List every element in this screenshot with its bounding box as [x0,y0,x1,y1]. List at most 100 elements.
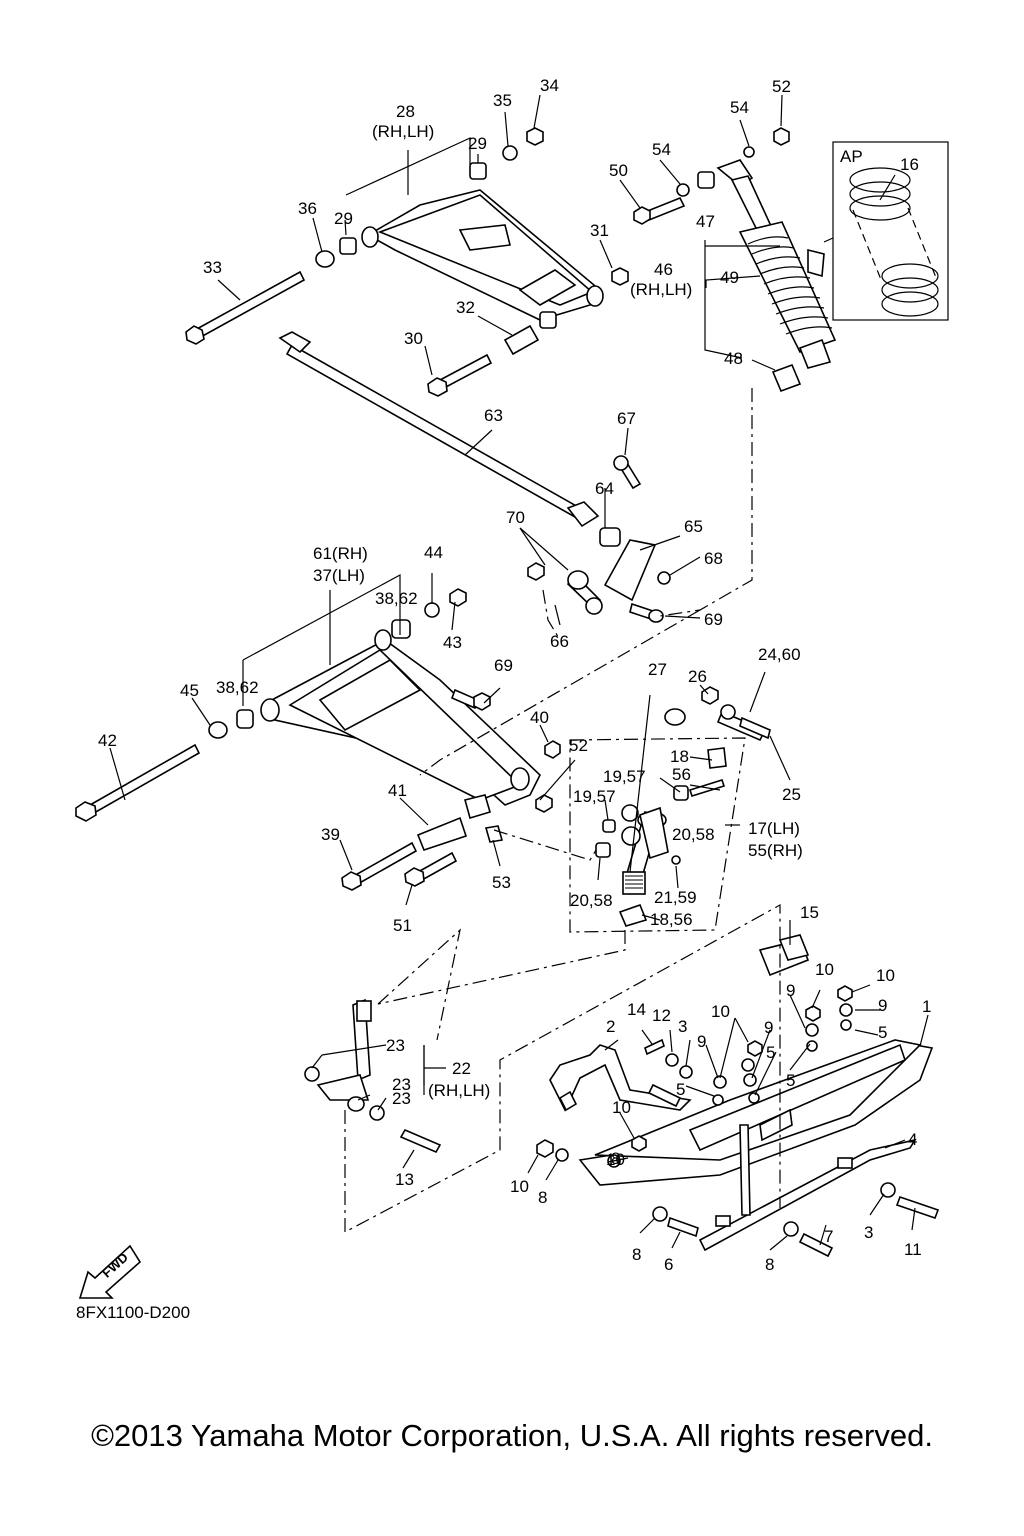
callout: 54 [730,98,749,117]
callout: 5 [878,1023,887,1042]
upper-a-arm [315,127,629,329]
callout: 42 [98,731,117,750]
copyright-notice: ©2013 Yamaha Motor Corporation, U.S.A. A… [91,1418,933,1453]
callout: 55(RH) [748,841,803,860]
stabilizer-link [527,455,671,623]
callout: 26 [688,667,707,686]
callout: 15 [800,903,819,922]
callout: 20,58 [570,891,613,910]
callout: 24,60 [758,645,801,664]
callout: 64 [595,479,614,498]
callout: 36 [298,199,317,218]
callout: 5 [786,1071,795,1090]
callout: 31 [590,221,609,240]
callout: 10 [606,1150,625,1169]
callout-labels: 1 2 3 3 4 5 5 5 5 6 7 8 8 8 8 9 9 9 9 10… [98,76,931,1274]
callout: 69 [494,656,513,675]
callout: 17(LH) [748,819,800,838]
callout: 25 [782,785,801,804]
callout: 51 [393,916,412,935]
callout: 47 [696,212,715,231]
callout: 56 [672,765,691,784]
callout: 4 [908,1130,917,1149]
diagram-code: 8FX1100-D200 [76,1303,191,1322]
callout: 30 [404,329,423,348]
callout: 2 [606,1017,615,1036]
callout: 20,58 [672,825,715,844]
callout: (RH,LH) [630,280,692,299]
callout: 21,59 [654,888,697,907]
callout: 23 [392,1089,411,1108]
callout: 8 [538,1188,547,1207]
fwd-arrow-icon: FWD [78,1244,142,1299]
callout: 67 [617,409,636,428]
callout: 69 [704,610,723,629]
callout: 41 [388,781,407,800]
inset-label: AP [840,147,863,166]
inset-ap [823,141,949,321]
bolt-30 [427,353,493,397]
callout: 10 [876,966,895,985]
ski-hardware [536,934,940,1258]
callout: 10 [815,960,834,979]
callout: 40 [530,708,549,727]
stabilizer-bar [278,331,600,528]
callout: 27 [648,660,667,679]
bolt-33 [185,270,306,345]
callout: 9 [878,996,887,1015]
callout: 6 [664,1255,673,1274]
callout: 70 [506,508,525,527]
leader-lines [109,94,929,1251]
callout: 9 [786,981,795,1000]
callout: 9 [697,1032,706,1051]
callout: 29 [468,134,487,153]
bolt-39 [341,841,418,891]
lower-a-arm [208,588,561,851]
callout: 11 [904,1240,922,1259]
bolt-69-upper [450,688,491,711]
callout: 65 [684,517,703,536]
callout: 8 [632,1245,641,1264]
callout: 33 [203,258,222,277]
callout: 43 [443,633,462,652]
callout: 37(LH) [313,566,365,585]
callout: 8 [611,1149,620,1168]
callout: 19,57 [573,787,616,806]
shock-absorber [633,127,837,393]
callout: 34 [540,76,559,95]
callout: 8 [765,1255,774,1274]
callout: 19,57 [603,767,646,786]
callout: 38,62 [216,678,259,697]
callout: 53 [492,873,511,892]
callout: 61(RH) [313,544,368,563]
callout: 1 [922,997,931,1016]
callout: 66 [550,632,569,651]
callout: 38,62 [375,589,418,608]
callout: 22 [452,1059,471,1078]
callout: 10 [612,1098,631,1117]
callout: 16 [900,155,919,174]
callout: 5 [766,1043,775,1062]
callout: 12 [652,1006,671,1025]
callout: 29 [334,209,353,228]
ski-assembly [549,1039,934,1252]
steering-arm [304,998,442,1154]
callout: 10 [510,1177,529,1196]
callout: 39 [321,825,340,844]
callout: 5 [676,1080,685,1099]
callout: 32 [456,298,475,317]
callout: 46 [654,260,673,279]
callout: 10 [711,1002,730,1021]
callout: 50 [609,161,628,180]
callout: 35 [493,91,512,110]
callout: 48 [724,349,743,368]
callout: 63 [484,406,503,425]
callout: 49 [720,268,739,287]
callout: 3 [864,1223,873,1242]
callout: (RH,LH) [428,1081,490,1100]
callout: 14 [627,1000,646,1019]
connection-lines [344,388,781,1233]
callout: 7 [824,1227,833,1246]
callout: 52 [772,77,791,96]
